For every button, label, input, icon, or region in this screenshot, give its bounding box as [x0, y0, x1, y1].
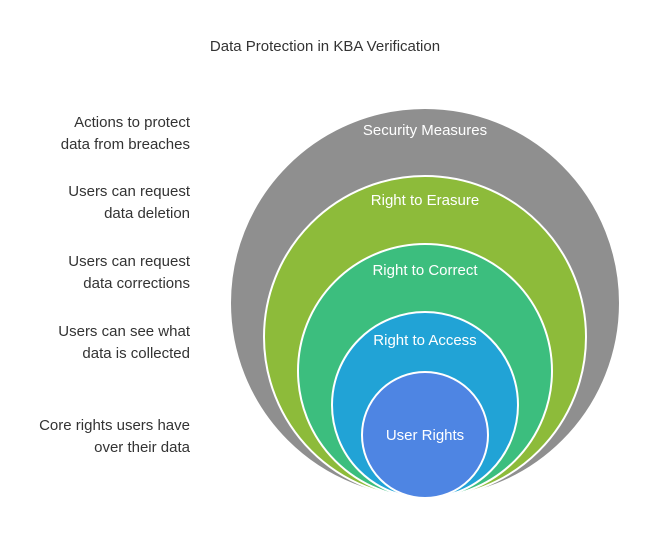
diagram-title: Data Protection in KBA Verification [209, 38, 441, 55]
layer-label-right-to-erasure: Right to Erasure [371, 192, 479, 209]
layer-description-right-to-erasure: Users can request data deletion [68, 183, 190, 222]
layer-description-right-to-access: Users can see what data is collected [58, 323, 190, 362]
layer-label-security-measures: Security Measures [363, 122, 487, 139]
layer-description-user-rights: Core rights users have over their data [39, 417, 190, 456]
layer-description-security-measures: Actions to protect data from breaches [60, 114, 190, 153]
layer-circle-user-rights [361, 371, 489, 499]
layer-label-right-to-correct: Right to Correct [372, 262, 478, 279]
layer-label-user-rights: User Rights [386, 427, 464, 444]
layer-label-right-to-access: Right to Access [373, 332, 476, 349]
layer-description-right-to-correct: Users can request data corrections [68, 253, 190, 292]
